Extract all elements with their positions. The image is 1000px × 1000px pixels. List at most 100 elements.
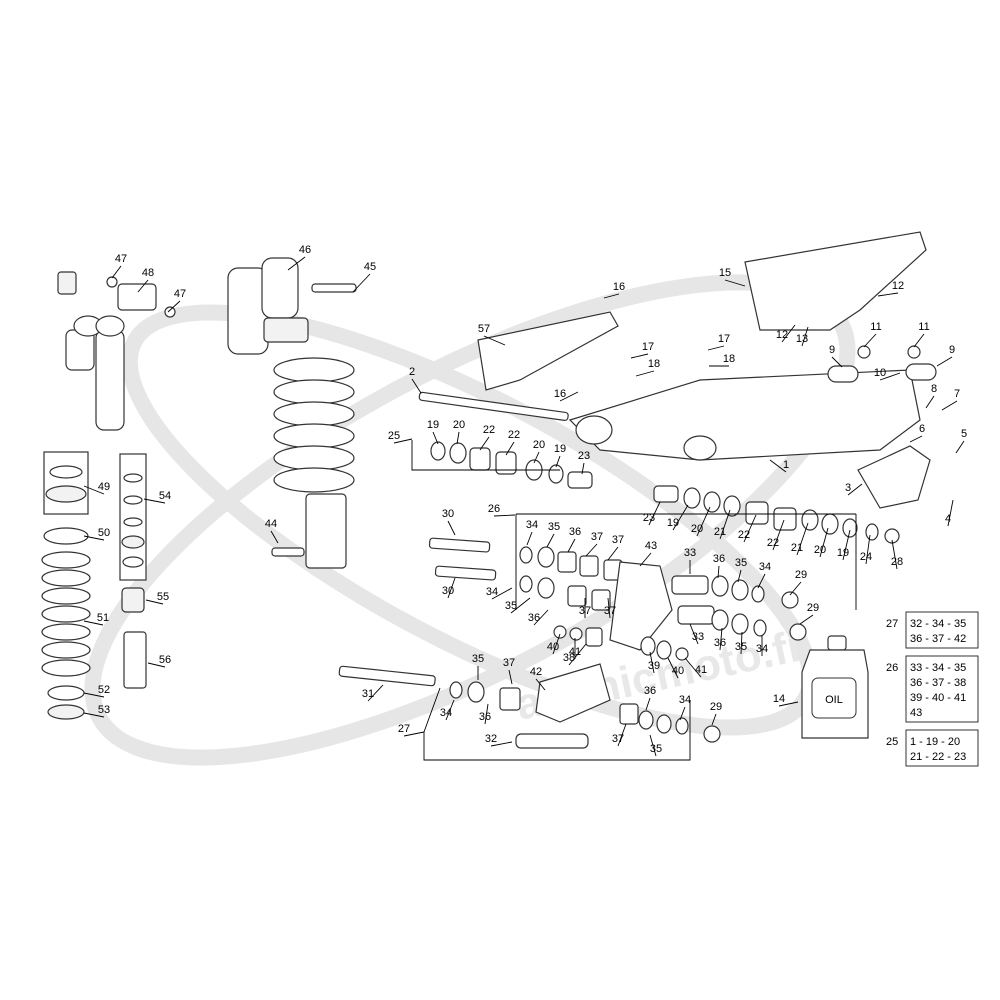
oil-label: OIL xyxy=(825,694,843,706)
part-number-label: 20 xyxy=(533,439,545,451)
part-number-label: 19 xyxy=(837,547,849,559)
part-number-label: 57 xyxy=(478,323,490,335)
part-number-label: 35 xyxy=(505,600,517,612)
part-number-label: 15 xyxy=(719,267,731,279)
callout-leader xyxy=(724,279,746,287)
callout-leader xyxy=(757,573,766,589)
callout-leader xyxy=(287,256,306,271)
part-number-label: 50 xyxy=(98,527,110,539)
callout-leader xyxy=(484,703,489,725)
callout-leader xyxy=(819,527,829,558)
callout-leader xyxy=(83,620,104,626)
shock-absorber-small xyxy=(57,271,176,431)
callout-leader xyxy=(635,370,655,377)
part-number-label: 48 xyxy=(142,267,154,279)
callout-leader xyxy=(447,520,456,536)
spring-parts-column xyxy=(41,451,147,720)
part-number-label: 24 xyxy=(860,551,872,563)
part-number-label: 22 xyxy=(738,529,750,541)
callout-leader xyxy=(639,552,652,567)
part-number-label: 6 xyxy=(919,423,925,435)
callout-leader xyxy=(83,485,105,495)
part-number-label: 7 xyxy=(954,388,960,400)
part-number-label: 19 xyxy=(554,443,566,455)
part-number-label: 17 xyxy=(718,333,730,345)
part-number-label: 36 xyxy=(569,526,581,538)
part-number-label: 27 xyxy=(398,723,410,735)
part-number-label: 41 xyxy=(569,646,581,658)
part-number-label: 12 xyxy=(776,329,788,341)
callout-leader xyxy=(508,669,513,685)
part-number-label: 22 xyxy=(483,424,495,436)
callout-leader xyxy=(831,356,843,368)
callout-leader xyxy=(490,741,513,747)
part-number-label: 37 xyxy=(591,531,603,543)
callout-leader xyxy=(913,333,925,348)
kit-ref-number: 26 xyxy=(886,662,898,674)
part-number-label: 29 xyxy=(807,602,819,614)
callout-leader xyxy=(719,509,731,540)
callout-leader xyxy=(865,534,871,565)
part-number-label: 18 xyxy=(723,353,735,365)
callout-leader xyxy=(393,438,413,444)
callout-leader xyxy=(679,706,686,721)
part-number-label: 34 xyxy=(759,561,771,573)
part-number-label: 19 xyxy=(427,419,439,431)
part-number-label: 40 xyxy=(547,641,559,653)
callout-leader xyxy=(607,597,611,619)
part-number-label: 55 xyxy=(157,591,169,603)
part-number-label: 45 xyxy=(364,261,376,273)
part-number-label: 12 xyxy=(892,280,904,292)
callout-leader xyxy=(796,522,809,556)
callout-leader xyxy=(505,441,515,456)
kit-table-line: 36 - 37 - 42 xyxy=(910,633,966,645)
part-number-label: 35 xyxy=(548,521,560,533)
callout-leader xyxy=(630,353,649,359)
callout-leader xyxy=(925,395,935,409)
part-number-label: 20 xyxy=(691,523,703,535)
part-number-label: 38 xyxy=(563,652,575,664)
callout-leader xyxy=(707,345,725,351)
oil-bottle: OIL xyxy=(801,635,869,739)
callout-leader xyxy=(689,623,699,645)
kit-table-line: 43 xyxy=(910,707,922,719)
part-number-label: 51 xyxy=(97,612,109,624)
part-number-label: 34 xyxy=(440,707,452,719)
callout-leader xyxy=(432,431,439,445)
callout-leader xyxy=(585,543,598,557)
part-number-label: 33 xyxy=(692,631,704,643)
part-number-label: 52 xyxy=(98,684,110,696)
part-number-label: 36 xyxy=(713,553,725,565)
callout-leader xyxy=(743,514,757,543)
linkage-assembly xyxy=(338,537,807,749)
callout-leader xyxy=(672,504,689,531)
part-number-label: 46 xyxy=(299,244,311,256)
callout-leader xyxy=(645,697,651,711)
callout-leader xyxy=(603,293,620,299)
part-number-label: 4 xyxy=(945,513,951,525)
kit-table-line: 33 - 34 - 35 xyxy=(910,662,966,674)
bearing-row-25 xyxy=(430,441,593,489)
part-number-label: 2 xyxy=(409,366,415,378)
part-number-label: 13 xyxy=(796,333,808,345)
callout-leader xyxy=(111,265,122,279)
callout-leader xyxy=(847,483,863,496)
part-number-label: 43 xyxy=(645,540,657,552)
part-number-label: 28 xyxy=(891,556,903,568)
callout-leader xyxy=(567,538,576,553)
callout-leader xyxy=(403,731,425,737)
callout-leader xyxy=(799,614,814,625)
kit-ref-number: 25 xyxy=(886,736,898,748)
part-number-label: 36 xyxy=(479,711,491,723)
part-number-label: 32 xyxy=(485,733,497,745)
callout-leader xyxy=(270,530,279,544)
callout-leader xyxy=(352,273,371,293)
callout-leader xyxy=(740,631,743,655)
part-number-label: 1 xyxy=(783,459,789,471)
part-number-label: 36 xyxy=(644,685,656,697)
part-number-label: 3 xyxy=(845,482,851,494)
callout-leader xyxy=(947,499,954,527)
callout-leader xyxy=(667,657,679,679)
kit-table-box xyxy=(905,655,979,723)
kit-ref-number: 27 xyxy=(886,618,898,630)
